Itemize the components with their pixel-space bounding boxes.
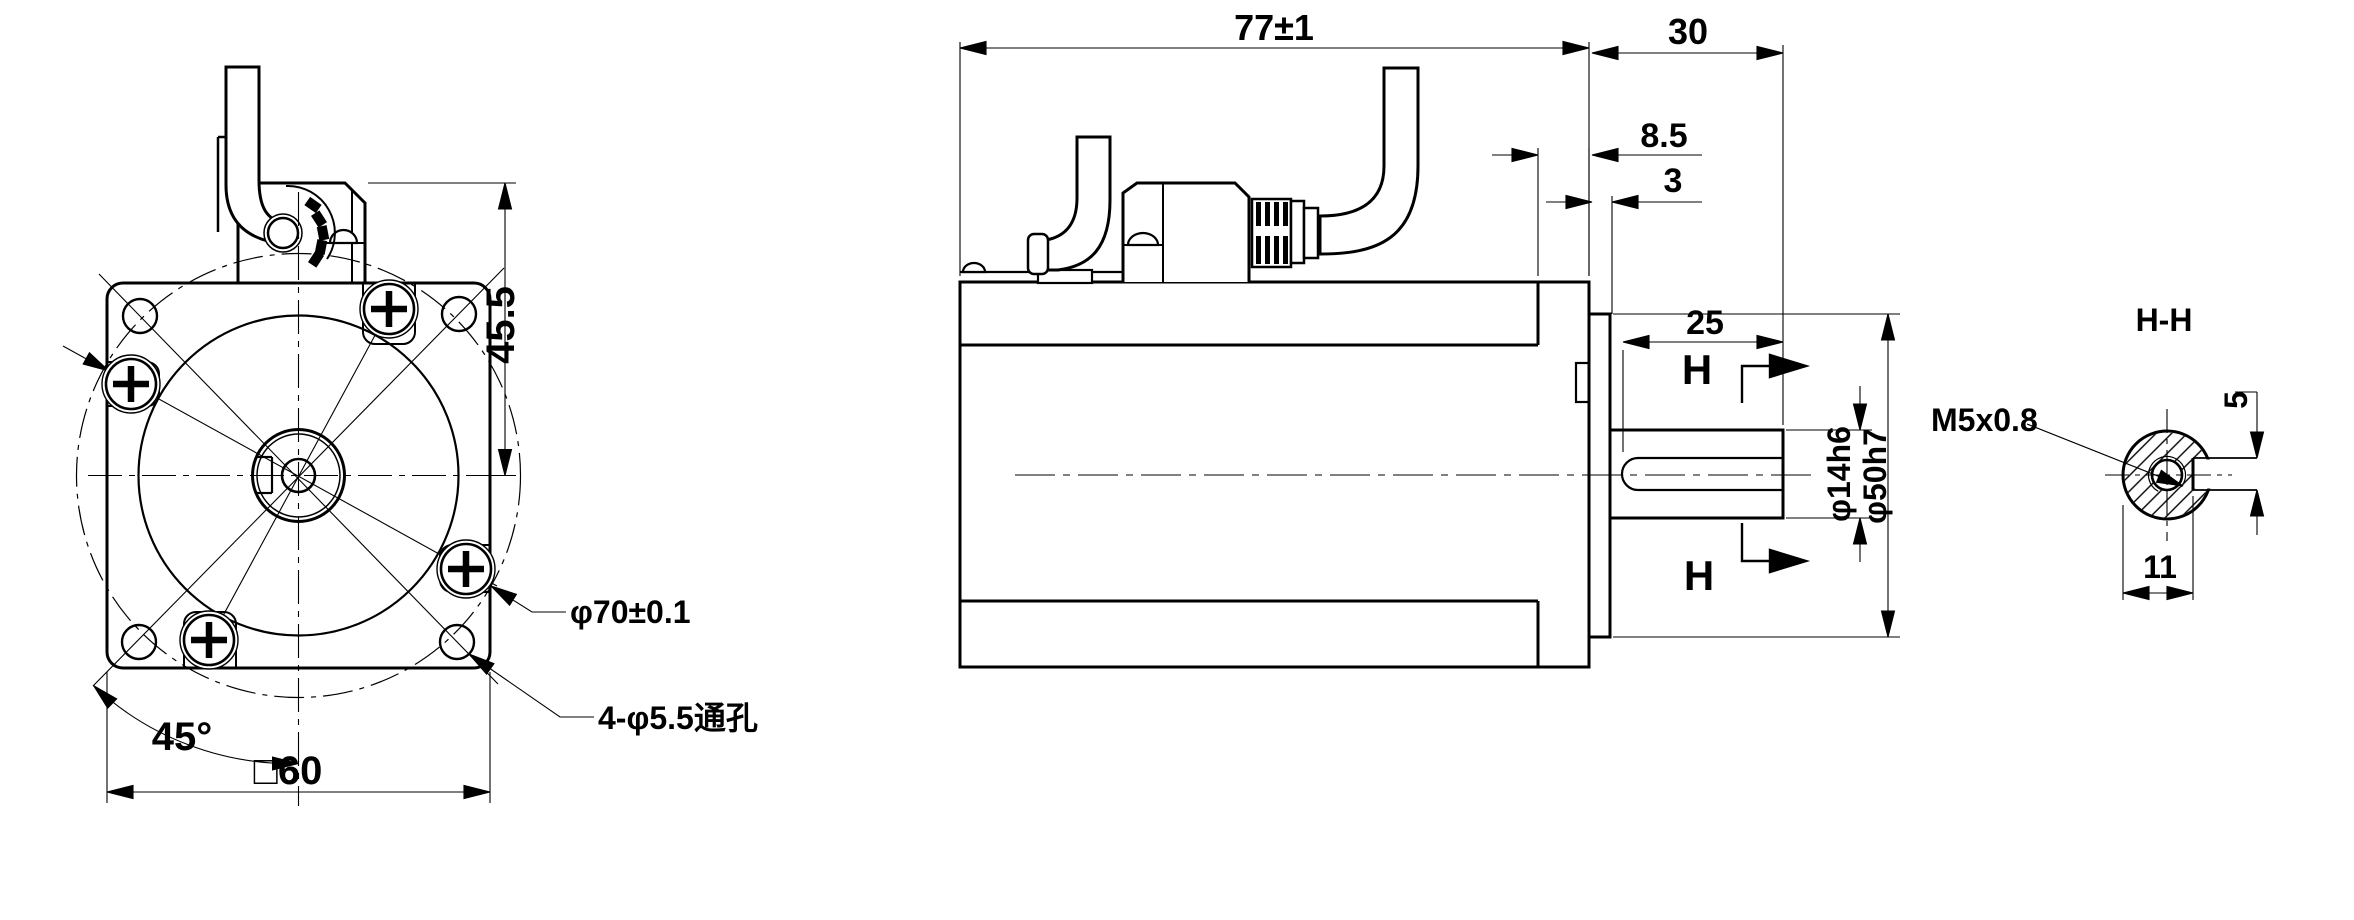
dim-bolt-circle: φ70±0.1	[487, 579, 691, 630]
body-length-label: 77±1	[1234, 7, 1314, 48]
section-mark-bottom: H	[1684, 552, 1714, 599]
dim-keyway-length: 25	[1622, 304, 1784, 452]
dim-flange-step: 8.5	[1492, 117, 1702, 276]
shaft-diameter-label: φ14h6	[1821, 426, 1857, 522]
dim-shaft-diameter: φ14h6	[1786, 386, 1872, 562]
angle-label: 45°	[152, 715, 213, 759]
dim-45-degrees: 45°	[88, 680, 299, 771]
side-view: 77±1 30 8.5 3 25	[958, 7, 1900, 669]
screw-icon	[101, 354, 161, 414]
section-mark-top: H	[1682, 346, 1712, 393]
dim-thread: M5x0.8	[1931, 402, 2186, 493]
dim-boss-step: 3	[1546, 162, 1702, 314]
block-screw-icon	[1126, 231, 1160, 247]
assembly-screws	[101, 279, 496, 670]
section-thread-arc	[2147, 455, 2187, 495]
section-cut-marks: H H	[1682, 346, 1808, 599]
dim-pilot-diameter: φ50h7	[1613, 313, 1900, 638]
front-view: 45° φ70±0.1 4-φ5.5通孔 45.5 □60	[62, 65, 758, 806]
section-title: H-H	[2136, 302, 2193, 338]
side-connector-block	[1121, 181, 1251, 282]
front-centerlines	[88, 192, 520, 806]
bolt-circle-label: φ70±0.1	[570, 594, 691, 630]
cable-gland-front	[263, 184, 336, 268]
front-cover-screw-icon	[328, 228, 359, 245]
dim-body-length: 77±1	[959, 7, 1590, 276]
keyway-flat-label: 11	[2143, 549, 2177, 585]
screw-icon	[436, 539, 496, 599]
dim-square-60: □60	[106, 672, 491, 803]
pilot-diameter-label: φ50h7	[1857, 428, 1893, 524]
thread-label: M5x0.8	[1931, 402, 2038, 438]
cable-right	[1318, 66, 1420, 256]
front-cables	[216, 65, 336, 268]
height-label: 45.5	[479, 286, 523, 364]
screw-icon	[179, 610, 239, 670]
section-keyway	[2191, 457, 2257, 491]
section-view: H-H M5x0.8 5 11	[1931, 302, 2265, 601]
face-tab	[1574, 361, 1591, 404]
cover-screw-icon	[961, 261, 987, 274]
flange-step-label: 8.5	[1640, 117, 1687, 155]
square-label: □60	[254, 749, 323, 793]
dim-keyway-width: 5	[2218, 391, 2265, 535]
mounting-holes	[120, 295, 478, 661]
dim-height-45-5: 45.5	[368, 182, 523, 477]
cable-left	[1026, 135, 1112, 285]
dim-through-holes: 4-φ5.5通孔	[464, 648, 758, 736]
dim-keyway-flat: 11	[2122, 496, 2194, 601]
shaft	[1608, 428, 1785, 520]
shaft-keyway	[1620, 456, 1783, 492]
keyway-width-label: 5	[2218, 391, 2254, 409]
boss-step-label: 3	[1664, 162, 1683, 200]
through-holes-label: 4-φ5.5通孔	[598, 700, 758, 736]
screw-icon	[359, 279, 419, 339]
cable-gland-side	[1250, 197, 1320, 269]
shaft-extension-label: 30	[1668, 11, 1708, 52]
keyway-length-label: 25	[1686, 304, 1724, 342]
